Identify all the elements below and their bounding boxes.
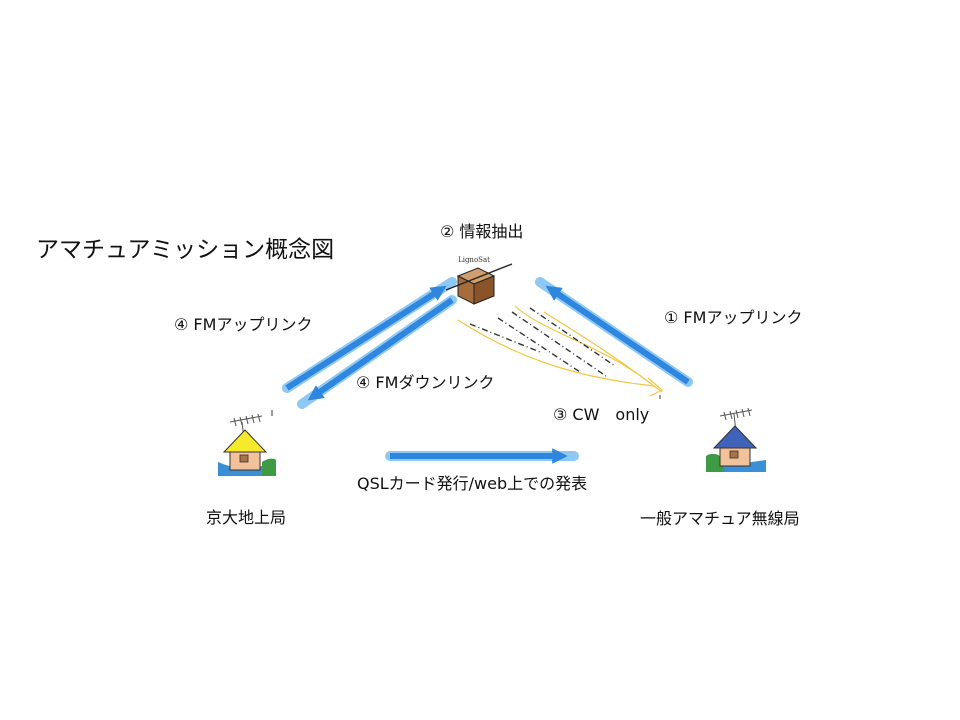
cw-beam: [457, 305, 664, 397]
satellite: LignoSat: [445, 256, 513, 305]
uplink-arrow-right: [535, 277, 693, 387]
label-fm-downlink: ④ FMダウンリンク: [356, 373, 495, 392]
kyoto-station-house: [218, 413, 276, 476]
downlink-arrow: [297, 295, 457, 409]
label-kyoto-station: 京大地上局: [206, 508, 287, 527]
label-amateur-station: 一般アマチュア無線局: [640, 509, 800, 528]
amateur-station-house: [706, 407, 766, 472]
label-fm-uplink-right: ① FMアップリンク: [664, 308, 803, 327]
antenna-icon: [445, 263, 513, 291]
label-cw-only: ③ CW only: [553, 405, 650, 424]
label-fm-uplink-left: ④ FMアップリンク: [174, 315, 313, 334]
satellite-name: LignoSat: [458, 256, 490, 264]
uplink-arrow-left: [282, 277, 457, 393]
label-qsl: QSLカード発行/web上での発表: [357, 474, 588, 493]
diagram-title: アマチュアミッション概念図: [36, 237, 335, 263]
label-info-extraction: ② 情報抽出: [440, 222, 524, 241]
